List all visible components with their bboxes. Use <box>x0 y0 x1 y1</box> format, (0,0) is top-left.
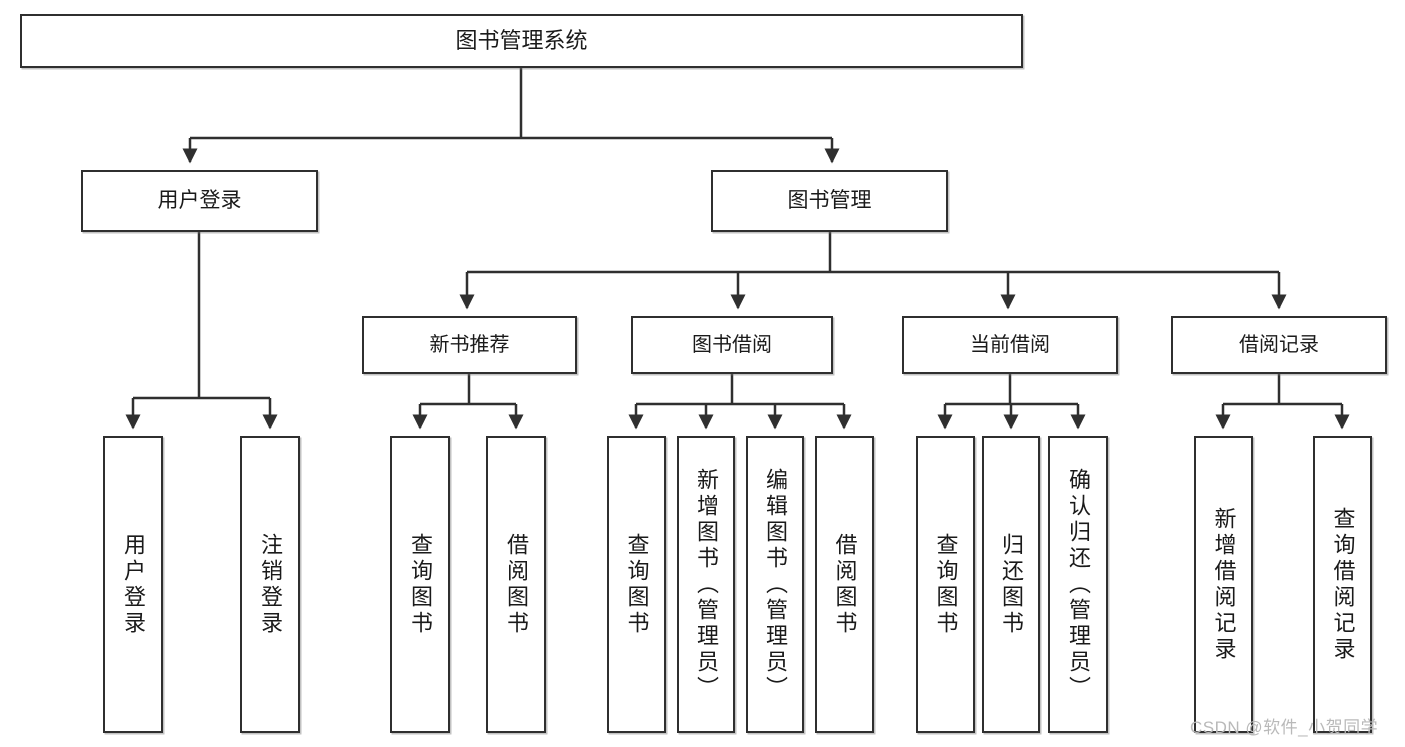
node-root[interactable]: 图书管理系统 <box>20 14 1023 68</box>
node-leaf-query-book-rec[interactable]: 查询图书 <box>390 436 450 733</box>
node-leaf-confirm-return-admin[interactable]: 确认归还（管理员） <box>1048 436 1108 733</box>
node-leaf-user-logout[interactable]: 注销登录 <box>240 436 300 733</box>
node-leaf-edit-book-admin[interactable]: 编辑图书（管理员） <box>746 436 804 733</box>
node-book-borrow-label: 图书借阅 <box>692 333 772 356</box>
node-leaf-return-book-label: 归还图书 <box>999 532 1024 637</box>
node-new-book-rec[interactable]: 新书推荐 <box>362 316 577 374</box>
node-user-login-label: 用户登录 <box>157 188 242 212</box>
node-book-manage[interactable]: 图书管理 <box>711 170 948 232</box>
node-leaf-borrow-book-rec[interactable]: 借阅图书 <box>486 436 546 733</box>
node-book-borrow[interactable]: 图书借阅 <box>631 316 833 374</box>
node-leaf-query-book-cur-label: 查询图书 <box>933 532 959 637</box>
node-user-login[interactable]: 用户登录 <box>81 170 318 232</box>
node-root-label: 图书管理系统 <box>455 28 588 54</box>
node-leaf-add-book-admin-label: 新增图书（管理员） <box>694 467 719 702</box>
node-new-book-rec-label: 新书推荐 <box>429 333 510 356</box>
node-leaf-query-book-cur[interactable]: 查询图书 <box>916 436 975 733</box>
node-leaf-add-borrow-record-label: 新增借阅记录 <box>1211 506 1237 663</box>
node-leaf-borrow-book[interactable]: 借阅图书 <box>815 436 874 733</box>
watermark: CSDN @软件_小贺同学 <box>1190 718 1379 737</box>
node-book-manage-label: 图书管理 <box>787 188 872 212</box>
node-leaf-add-borrow-record[interactable]: 新增借阅记录 <box>1194 436 1253 733</box>
node-leaf-return-book[interactable]: 归还图书 <box>982 436 1040 733</box>
node-leaf-borrow-book-label: 借阅图书 <box>832 532 858 637</box>
node-leaf-user-logout-label: 注销登录 <box>258 532 283 637</box>
node-current-borrow-label: 当前借阅 <box>970 333 1050 356</box>
node-leaf-query-borrow-record-label: 查询借阅记录 <box>1330 506 1356 663</box>
node-leaf-user-login-label: 用户登录 <box>121 532 146 637</box>
node-leaf-borrow-book-rec-label: 借阅图书 <box>504 532 529 637</box>
node-leaf-query-book-rec-label: 查询图书 <box>408 532 433 637</box>
node-leaf-query-book-borrow-label: 查询图书 <box>624 532 650 637</box>
node-leaf-query-borrow-record[interactable]: 查询借阅记录 <box>1313 436 1372 733</box>
node-leaf-edit-book-admin-label: 编辑图书（管理员） <box>763 467 788 702</box>
node-leaf-user-login[interactable]: 用户登录 <box>103 436 163 733</box>
node-leaf-confirm-return-admin-label: 确认归还（管理员） <box>1066 467 1091 702</box>
node-current-borrow[interactable]: 当前借阅 <box>902 316 1118 374</box>
node-borrow-record-label: 借阅记录 <box>1239 333 1319 356</box>
node-leaf-add-book-admin[interactable]: 新增图书（管理员） <box>677 436 735 733</box>
node-leaf-query-book-borrow[interactable]: 查询图书 <box>607 436 666 733</box>
node-borrow-record[interactable]: 借阅记录 <box>1171 316 1387 374</box>
